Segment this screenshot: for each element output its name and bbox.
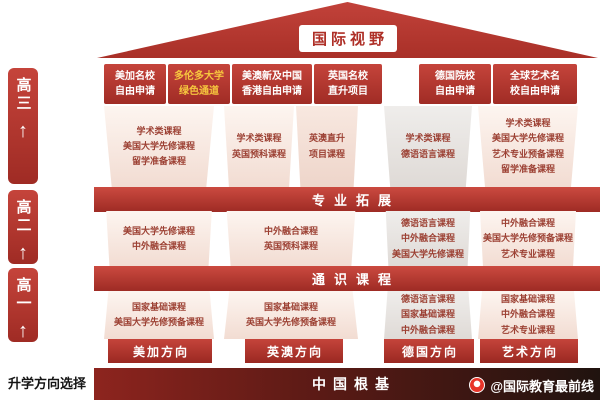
grade-label-senior3: 高三 [14, 77, 32, 113]
up-arrow-icon: ↑ [18, 320, 28, 342]
pillar-us-canada-tier1: 国家基础课程 美国大学先修预备课程 [104, 291, 214, 339]
grade-box-senior2: 高二 ↑ [8, 190, 38, 264]
grade-label-senior1: 高一 [14, 277, 32, 313]
header-box-global-art-apply: 全球艺术名 校自由申请 [493, 64, 577, 104]
watermark-text: @国际教育最前线 [490, 378, 594, 394]
up-arrow-icon: ↑ [18, 120, 28, 142]
pillar-footer-art: 艺术方向 [480, 339, 578, 363]
pillar-footer-us-canada: 美加方向 [108, 339, 212, 363]
pillar-art-tier3: 学术类课程 美国大学先修课程 艺术专业预备课程 留学准备课程 [478, 106, 578, 187]
foundation-bar [94, 368, 600, 400]
up-arrow-icon: ↑ [18, 242, 28, 264]
header-box-germany-apply: 德国院校 自由申请 [419, 64, 491, 104]
pillar-germany-tier1: 德语语言课程 国家基础课程 中外融合课程 [384, 291, 472, 339]
foundation-label: 中国根基 [312, 376, 396, 392]
pillar-us-canada-tier3: 学术类课程 美国大学先修课程 留学准备课程 [104, 106, 214, 187]
pillar-uk-aus-tier1: 国家基础课程 英国大学先修预备课程 [224, 291, 358, 339]
header-box-toronto-green-channel: 多伦多大学 绿色通道 [168, 64, 230, 104]
watermark: @国际教育最前线 [469, 374, 594, 396]
pillar-germany-tier2: 德语语言课程 中外融合课程 美国大学先修课程 [385, 211, 471, 267]
pillar-art-tier1: 国家基础课程 中外融合课程 艺术专业课程 [478, 291, 578, 339]
header-box-us-canada-apply: 美加名校 自由申请 [104, 64, 166, 104]
sidebar-footer-label: 升学方向选择 [7, 375, 86, 391]
pillar-us-canada-tier2: 美国大学先修课程 中外融合课程 [106, 211, 212, 267]
pillar-uk-aus-tier3-right: 英澳直升 项目课程 [296, 106, 358, 187]
header-box-uk-direct-program: 英国名校 直升项目 [314, 64, 382, 104]
band-major-expansion: 专业拓展 [94, 187, 600, 212]
pillar-uk-aus-tier2: 中外融合课程 英国预科课程 [226, 211, 356, 267]
roof-title: 国际视野 [299, 25, 397, 52]
grade-box-senior3: 高三 ↑ [8, 68, 38, 184]
pillar-uk-aus-tier3-left: 学术类课程 英国预科课程 [224, 106, 294, 187]
band-general-courses: 通识课程 [94, 266, 600, 291]
grade-box-senior1: 高一 ↑ [8, 268, 38, 342]
pillar-germany-tier3: 学术类课程 德语语言课程 [384, 106, 472, 187]
pillar-footer-germany: 德国方向 [384, 339, 474, 363]
header-box-us-aus-nz-hk-apply: 美澳新及中国 香港自由申请 [232, 64, 312, 104]
pillar-art-tier2: 中外融合课程 美国大学先修预备课程 艺术专业课程 [480, 211, 576, 267]
grade-label-senior2: 高二 [14, 199, 32, 235]
pillar-footer-uk-aus: 英澳方向 [245, 339, 343, 363]
watermark-logo-icon [469, 377, 486, 393]
